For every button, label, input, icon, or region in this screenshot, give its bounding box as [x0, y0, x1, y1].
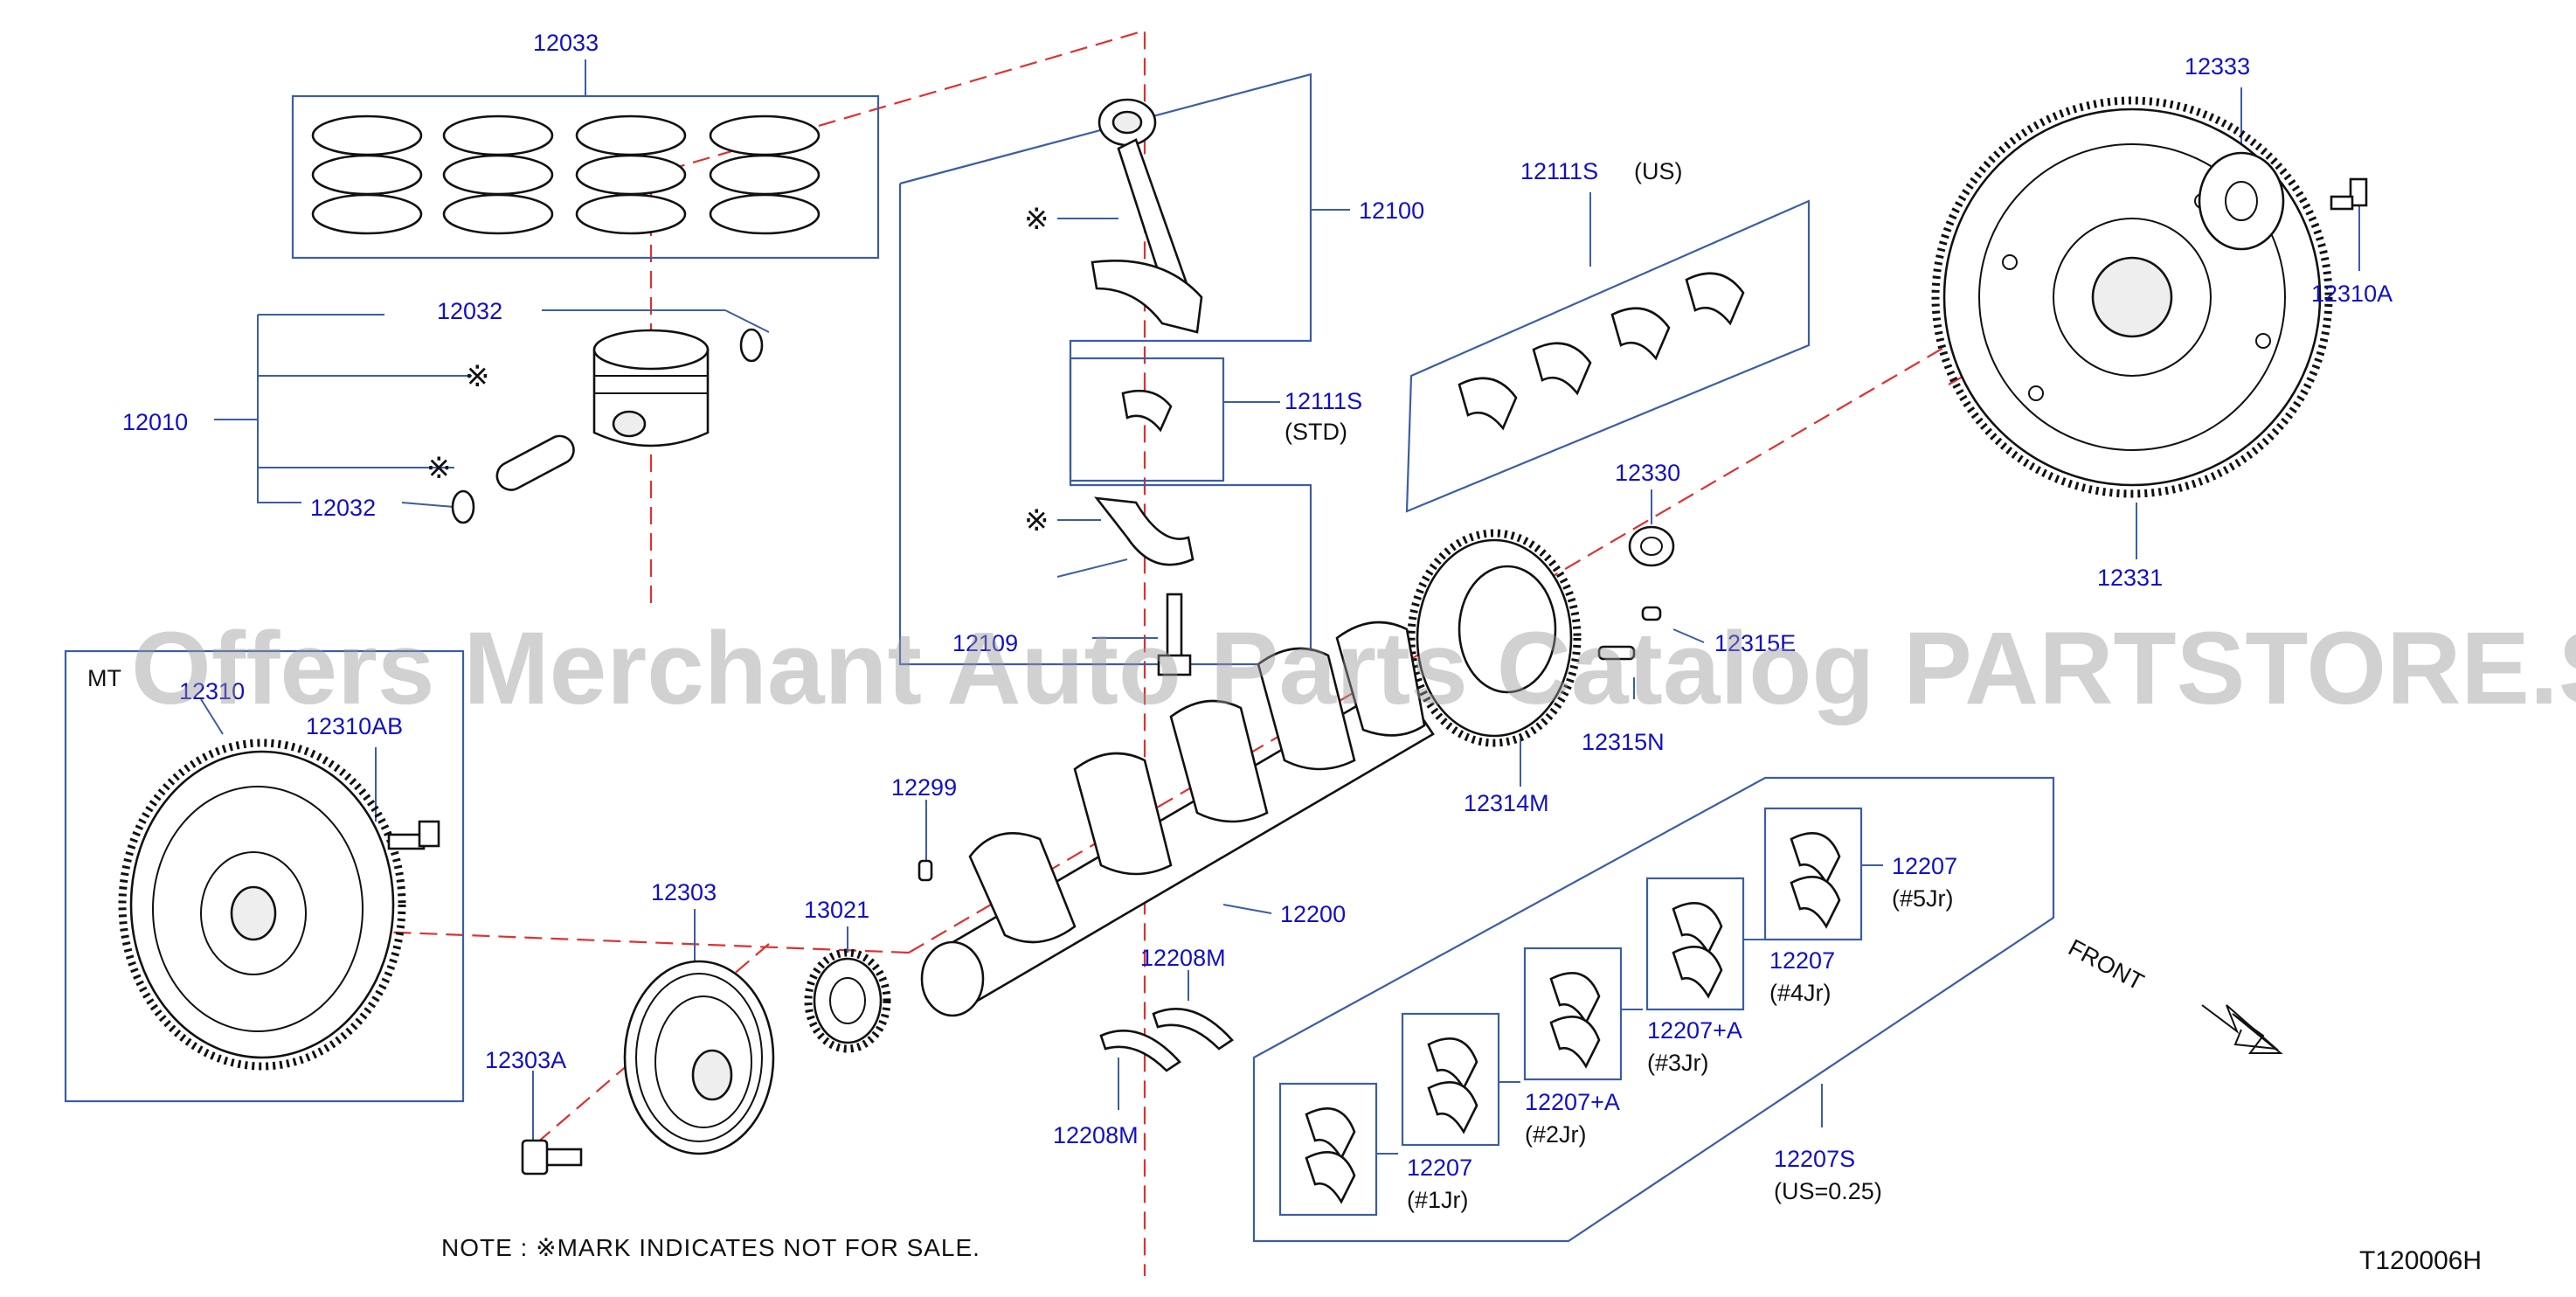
label-12310A[interactable]: 12310A — [2311, 281, 2392, 307]
plate-12333 — [2198, 151, 2285, 251]
drive-plate-12331 — [1931, 96, 2333, 498]
main-bearings — [1305, 832, 1841, 1204]
label-12200[interactable]: 12200 — [1280, 901, 1346, 927]
label-12315N[interactable]: 12315N — [1582, 729, 1665, 755]
label-12100[interactable]: 12100 — [1359, 198, 1424, 224]
reluctor-ring-12314M — [1407, 529, 1582, 747]
label-12111S-us[interactable]: 12111S — [1520, 158, 1598, 184]
sprocket-13021 — [804, 948, 891, 1053]
label-12207S[interactable]: 12207S — [1774, 1146, 1855, 1172]
label-jr4: (#4Jr) — [1769, 980, 1832, 1006]
connecting-rod — [1091, 98, 1203, 676]
label-us025: (US=0.25) — [1774, 1178, 1882, 1204]
label-12331[interactable]: 12331 — [2097, 565, 2163, 591]
label-12208M-top[interactable]: 12208M — [1140, 945, 1226, 971]
label-jr5: (#5Jr) — [1892, 885, 1954, 912]
label-jr1: (#1Jr) — [1407, 1187, 1469, 1213]
front-arrow-icon — [2201, 1004, 2283, 1054]
label-12032-top[interactable]: 12032 — [437, 298, 502, 324]
label-12032-bottom[interactable]: 12032 — [310, 495, 376, 521]
label-jr2: (#2Jr) — [1525, 1121, 1587, 1148]
label-12303[interactable]: 12303 — [651, 879, 717, 905]
watermark: Offers Merchant Auto Parts Catalog PARTS… — [131, 611, 2576, 726]
label-12010[interactable]: 12010 — [122, 409, 188, 435]
bearings-us — [1458, 272, 1745, 431]
bolt-12310A — [2330, 177, 2368, 211]
label-12333[interactable]: 12333 — [2185, 53, 2250, 80]
label-12111S-std[interactable]: 12111S — [1285, 388, 1362, 414]
piston-rings-12033 — [311, 114, 821, 235]
label-jr3: (#3Jr) — [1647, 1050, 1709, 1076]
label-12314M[interactable]: 12314M — [1464, 790, 1549, 816]
nfs-mark-pin: ※ — [426, 451, 452, 486]
leader-lines — [200, 59, 2360, 1155]
label-12207-1[interactable]: 12207 — [1407, 1155, 1472, 1181]
nfs-mark-rod: ※ — [1024, 202, 1049, 237]
bolt-12315N — [1597, 645, 1636, 661]
label-us: (US) — [1634, 158, 1683, 184]
label-12207-4[interactable]: 12207 — [1769, 947, 1835, 974]
label-12299[interactable]: 12299 — [891, 774, 957, 801]
flywheel-mt — [118, 739, 406, 1071]
label-12208M-bottom[interactable]: 12208M — [1053, 1122, 1139, 1148]
pulley-12303 — [623, 960, 775, 1155]
label-12207-5[interactable]: 12207 — [1892, 853, 1957, 879]
bushing-12330 — [1628, 525, 1675, 567]
diagram-code: T120006H — [2359, 1246, 2482, 1275]
label-12033[interactable]: 12033 — [533, 30, 599, 56]
label-mt: MT — [87, 665, 121, 691]
crankshaft-12200 — [918, 621, 1435, 1017]
label-12330[interactable]: 12330 — [1615, 460, 1680, 486]
label-12109[interactable]: 12109 — [952, 630, 1018, 656]
part-labels: 12033 12032 12010 12032 12100 12111S (ST… — [87, 30, 2392, 1213]
label-12310[interactable]: 12310 — [179, 678, 245, 704]
piston-assembly — [451, 328, 764, 524]
front-indicator: FRONT — [2064, 934, 2283, 1054]
label-12207A-2[interactable]: 12207+A — [1525, 1089, 1620, 1115]
label-std: (STD) — [1285, 419, 1347, 445]
note-text: NOTE : ※MARK INDICATES NOT FOR SALE. — [441, 1234, 980, 1261]
bolt-12310AB — [387, 820, 440, 850]
label-12310AB[interactable]: 12310AB — [306, 713, 403, 739]
pin-12315E — [1641, 606, 1662, 621]
label-12207A-3[interactable]: 12207+A — [1647, 1017, 1742, 1044]
front-label: FRONT — [2064, 934, 2148, 995]
nfs-mark-cap: ※ — [1024, 503, 1049, 538]
label-12303A[interactable]: 12303A — [485, 1047, 566, 1073]
label-12315E[interactable]: 12315E — [1714, 630, 1796, 656]
not-for-sale-marks: ※ ※ ※ ※ — [426, 202, 1049, 538]
label-13021[interactable]: 13021 — [804, 897, 869, 923]
bolt-12303A — [521, 1139, 583, 1176]
nfs-mark-piston: ※ — [465, 359, 490, 394]
thrust-washers-12208M — [1099, 1007, 1234, 1072]
